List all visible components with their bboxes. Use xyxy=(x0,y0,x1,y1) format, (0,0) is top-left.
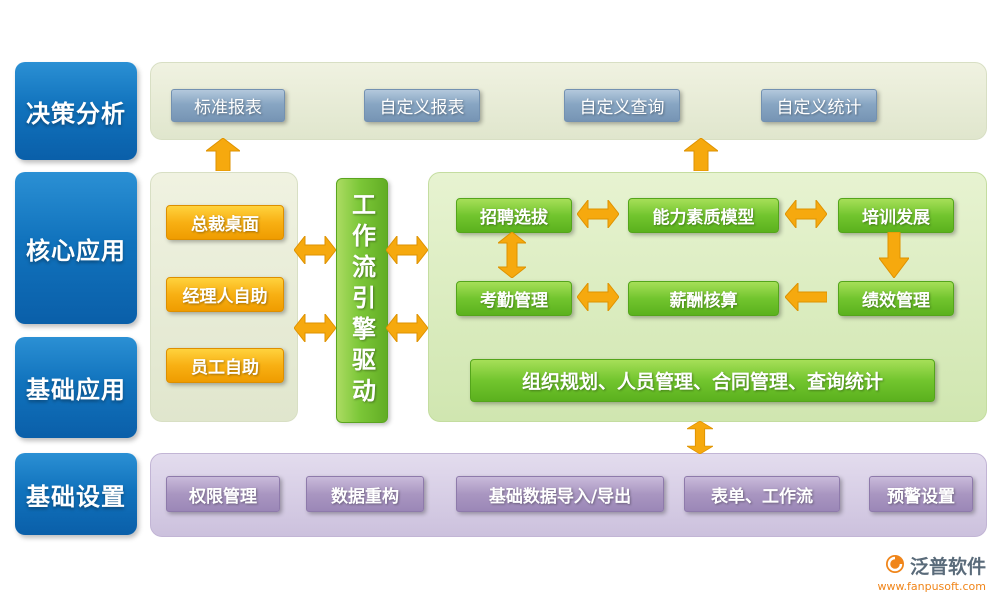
workflow-engine-label: 工作流引擎驱动 xyxy=(347,192,376,409)
arrow-recruitment-attendance-icon xyxy=(498,232,526,278)
performance-management-button[interactable]: 绩效管理 xyxy=(838,281,954,316)
report-panel: 标准报表 自定义报表 自定义查询 自定义统计 xyxy=(150,62,987,140)
data-restructure-button[interactable]: 数据重构 xyxy=(306,476,424,512)
nav-basic-applications[interactable]: 基础应用 xyxy=(15,337,137,438)
arrow-recruitment-competency-icon xyxy=(577,200,619,228)
nav-label: 核心应用 xyxy=(26,236,126,265)
button-label: 自定义统计 xyxy=(776,98,862,118)
form-workflow-button[interactable]: 表单、工作流 xyxy=(684,476,840,512)
arrow-double-horizontal-left-top-icon xyxy=(294,236,336,264)
arrow-attendance-payroll-icon xyxy=(577,283,619,311)
self-service-panel: 总裁桌面 经理人自助 员工自助 xyxy=(150,172,298,422)
button-label: 组织规划、人员管理、合同管理、查询统计 xyxy=(521,371,883,393)
arrow-performance-to-payroll-icon xyxy=(785,283,827,311)
nav-decision-analysis[interactable]: 决策分析 xyxy=(15,62,137,160)
arrow-double-horizontal-right-top-icon xyxy=(386,236,428,264)
competency-model-button[interactable]: 能力素质模型 xyxy=(628,198,779,233)
settings-panel: 权限管理 数据重构 基础数据导入/导出 表单、工作流 预警设置 xyxy=(150,453,987,537)
nav-label: 决策分析 xyxy=(26,99,126,128)
button-label: 自定义报表 xyxy=(379,98,465,118)
button-label: 基础数据导入/导出 xyxy=(488,486,632,507)
training-development-button[interactable]: 培训发展 xyxy=(838,198,954,233)
nav-label: 基础应用 xyxy=(26,376,126,404)
arrow-training-to-performance-icon xyxy=(879,232,909,278)
ceo-desktop-button[interactable]: 总裁桌面 xyxy=(166,205,284,240)
nav-basic-settings[interactable]: 基础设置 xyxy=(15,453,137,535)
permission-management-button[interactable]: 权限管理 xyxy=(166,476,280,512)
button-label: 培训发展 xyxy=(862,208,930,228)
arrow-double-horizontal-left-bottom-icon xyxy=(294,314,336,342)
button-label: 薪酬核算 xyxy=(669,291,738,311)
org-planning-bar[interactable]: 组织规划、人员管理、合同管理、查询统计 xyxy=(470,359,935,402)
button-label: 招聘选拔 xyxy=(480,208,548,228)
button-label: 自定义查询 xyxy=(579,98,665,118)
hr-panel: 招聘选拔 能力素质模型 培训发展 考勤管理 薪酬核算 绩效管理 组织规划、人员管… xyxy=(428,172,987,422)
brand-name: 泛普软件 xyxy=(909,556,986,578)
brand-website-link[interactable]: www.fanpusoft.com xyxy=(877,580,986,593)
workflow-engine-bar[interactable]: 工作流引擎驱动 xyxy=(336,178,388,423)
button-label: 经理人自助 xyxy=(182,287,268,307)
custom-report-button[interactable]: 自定义报表 xyxy=(364,89,480,122)
data-import-export-button[interactable]: 基础数据导入/导出 xyxy=(456,476,664,512)
button-label: 数据重构 xyxy=(331,486,399,507)
employee-self-service-button[interactable]: 员工自助 xyxy=(166,348,284,383)
arrow-competency-training-icon xyxy=(785,200,827,228)
arrow-up-right-icon xyxy=(684,138,718,171)
brand-block: 泛普软件 www.fanpusoft.com xyxy=(878,552,986,593)
attendance-management-button[interactable]: 考勤管理 xyxy=(456,281,572,316)
manager-self-service-button[interactable]: 经理人自助 xyxy=(166,277,284,312)
button-label: 能力素质模型 xyxy=(652,208,755,228)
arrow-double-horizontal-right-bottom-icon xyxy=(386,314,428,342)
arrow-hr-settings-icon xyxy=(687,421,713,454)
button-label: 预警设置 xyxy=(887,486,955,507)
custom-statistics-button[interactable]: 自定义统计 xyxy=(761,89,877,122)
arrow-up-left-icon xyxy=(206,138,240,171)
nav-core-applications[interactable]: 核心应用 xyxy=(15,172,137,324)
button-label: 表单、工作流 xyxy=(711,486,813,507)
button-label: 绩效管理 xyxy=(862,291,930,311)
nav-label: 基础设置 xyxy=(26,482,126,511)
standard-report-button[interactable]: 标准报表 xyxy=(171,89,285,122)
brand-logo-icon xyxy=(885,554,905,578)
custom-query-button[interactable]: 自定义查询 xyxy=(564,89,680,122)
alert-settings-button[interactable]: 预警设置 xyxy=(869,476,973,512)
button-label: 标准报表 xyxy=(194,98,262,118)
button-label: 总裁桌面 xyxy=(191,215,259,235)
recruitment-selection-button[interactable]: 招聘选拔 xyxy=(456,198,572,233)
button-label: 员工自助 xyxy=(191,358,259,378)
button-label: 权限管理 xyxy=(189,486,257,507)
payroll-accounting-button[interactable]: 薪酬核算 xyxy=(628,281,779,316)
button-label: 考勤管理 xyxy=(480,291,548,311)
